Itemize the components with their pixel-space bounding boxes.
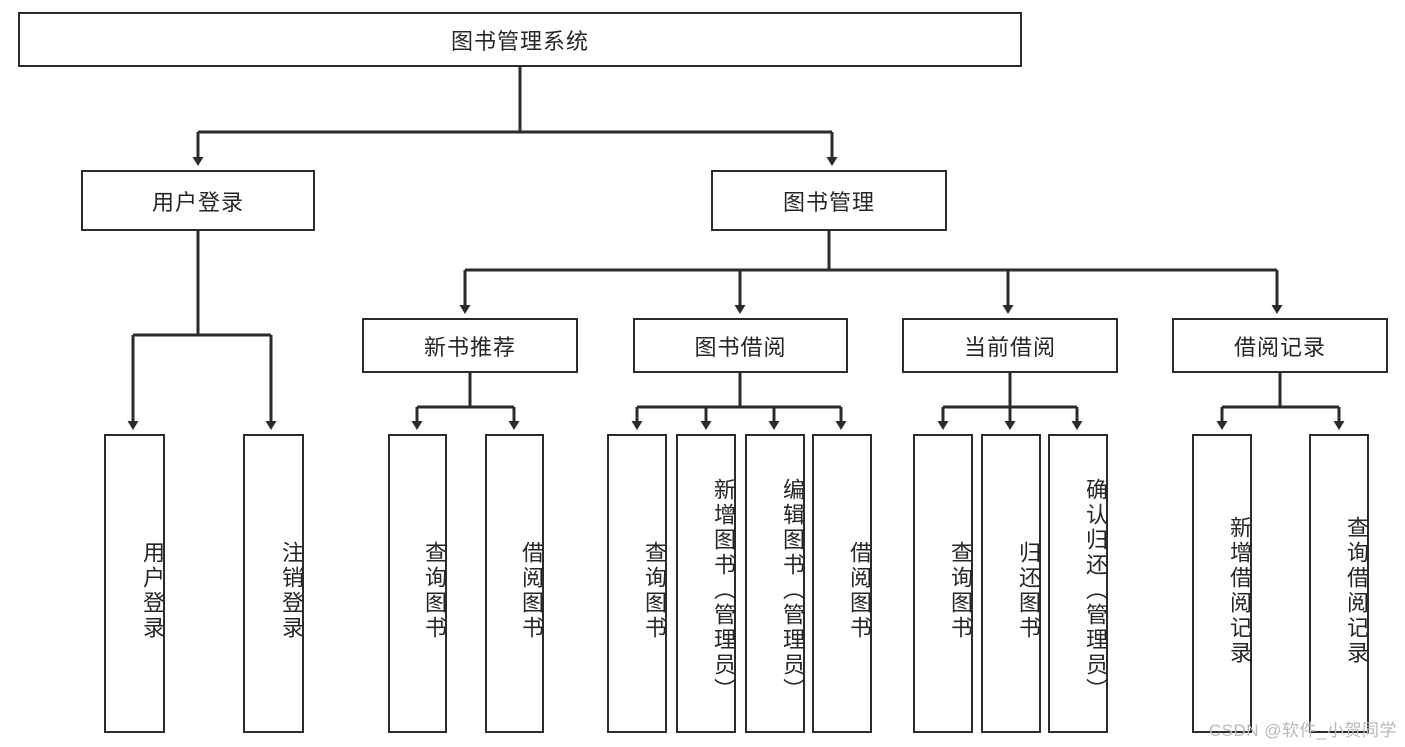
- node-label: 编辑图书（管理员）: [780, 478, 805, 703]
- node-label: 用户登录: [151, 189, 244, 215]
- node-label: 图书管理系统: [450, 28, 589, 54]
- node-borrow-record[interactable]: 借阅记录: [1172, 318, 1388, 373]
- node-label: 归还图书: [1016, 540, 1041, 641]
- node-label: 图书管理: [782, 189, 875, 215]
- node-book-management[interactable]: 图书管理: [711, 170, 947, 231]
- leaf-query-book[interactable]: 查询图书: [607, 434, 667, 733]
- leaf-user-login[interactable]: 用户登录: [104, 434, 165, 733]
- leaf-edit-book-admin[interactable]: 编辑图书（管理员）: [745, 434, 805, 733]
- leaf-logout[interactable]: 注销登录: [243, 434, 304, 733]
- node-label: 查询图书: [642, 540, 667, 641]
- node-label: 注销登录: [279, 540, 304, 641]
- node-label: 查询图书: [948, 540, 973, 641]
- node-new-book-recommend[interactable]: 新书推荐: [362, 318, 578, 373]
- leaf-return-book[interactable]: 归还图书: [981, 434, 1041, 733]
- node-label: 借阅记录: [1233, 334, 1326, 360]
- node-label: 用户登录: [140, 540, 165, 641]
- leaf-add-book-admin[interactable]: 新增图书（管理员）: [676, 434, 736, 733]
- node-label: 图书借阅: [694, 334, 787, 360]
- node-label: 查询借阅记录: [1344, 515, 1369, 666]
- leaf-query-book-recommend[interactable]: 查询图书: [388, 434, 447, 733]
- node-current-borrow[interactable]: 当前借阅: [902, 318, 1118, 373]
- node-user-login[interactable]: 用户登录: [81, 170, 315, 231]
- node-label: 借阅图书: [847, 540, 872, 641]
- node-label: 新增借阅记录: [1227, 515, 1252, 666]
- leaf-query-book-current[interactable]: 查询图书: [913, 434, 973, 733]
- node-label: 借阅图书: [519, 540, 544, 641]
- node-label: 新增图书（管理员）: [711, 478, 736, 703]
- node-label: 新书推荐: [423, 334, 516, 360]
- node-label: 当前借阅: [963, 334, 1056, 360]
- leaf-borrow-book-recommend[interactable]: 借阅图书: [485, 434, 544, 733]
- leaf-add-borrow-record[interactable]: 新增借阅记录: [1192, 434, 1252, 733]
- leaf-query-borrow-record[interactable]: 查询借阅记录: [1309, 434, 1369, 733]
- node-label: 确认归还（管理员）: [1083, 478, 1108, 703]
- node-book-borrow[interactable]: 图书借阅: [633, 318, 848, 373]
- leaf-borrow-book[interactable]: 借阅图书: [812, 434, 872, 733]
- leaf-confirm-return-admin[interactable]: 确认归还（管理员）: [1048, 434, 1108, 733]
- node-label: 查询图书: [422, 540, 447, 641]
- node-root-system[interactable]: 图书管理系统: [18, 12, 1022, 67]
